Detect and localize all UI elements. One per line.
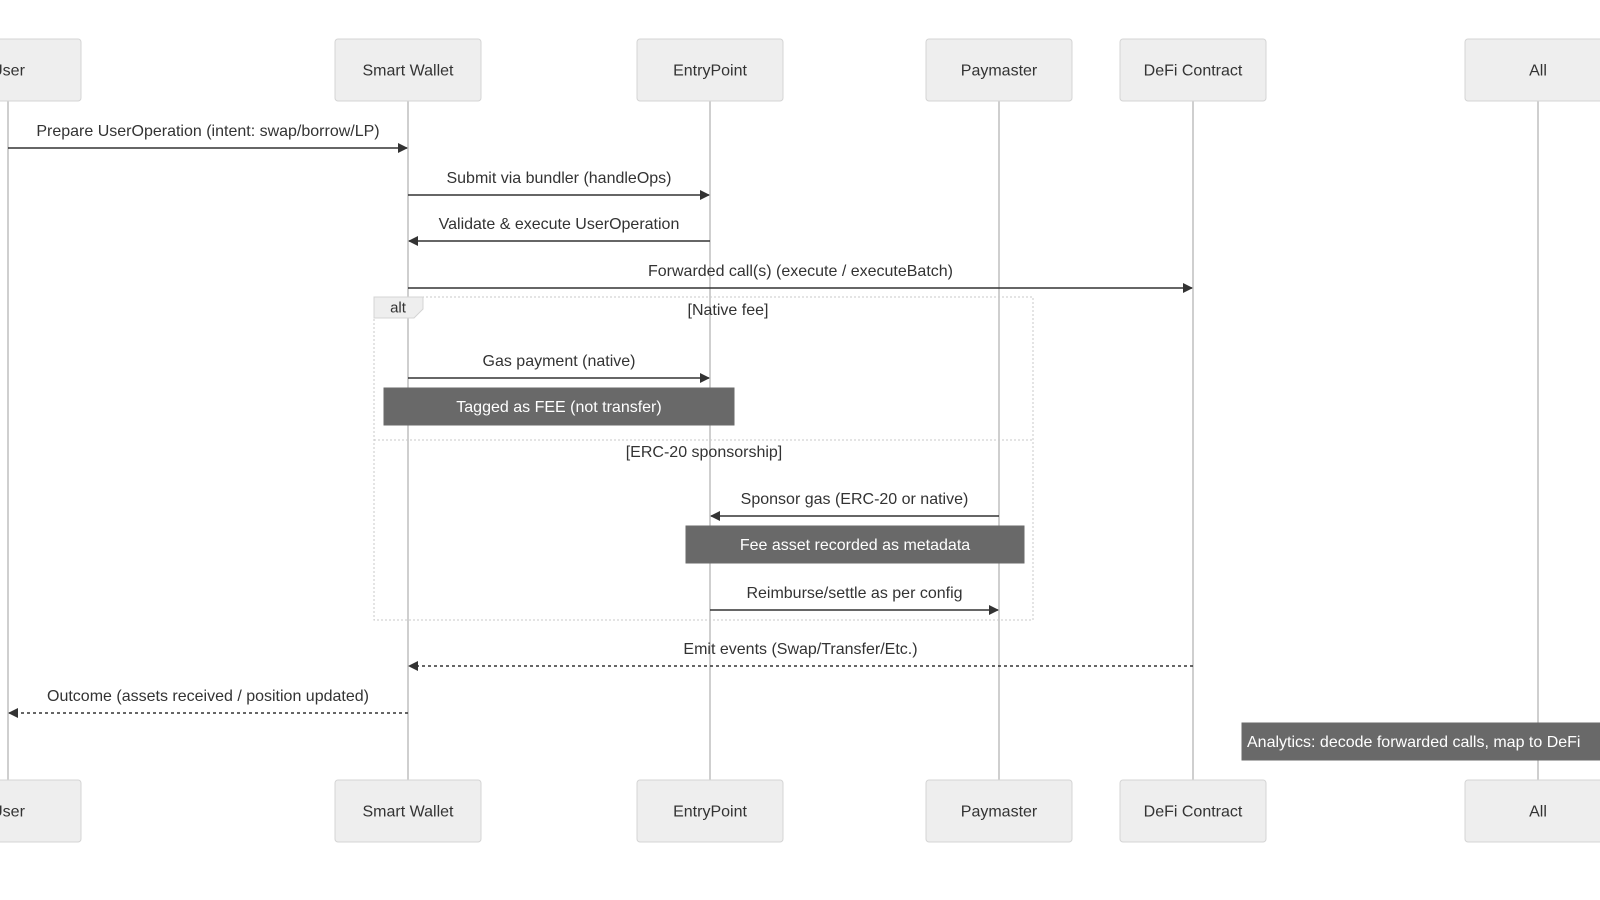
participant-box: [1119, 779, 1267, 843]
participant-label: EntryPoint: [673, 63, 747, 80]
message-forward: Forwarded call(s) (execute / executeBatc…: [408, 263, 1193, 293]
participant-pay-top[interactable]: Paymaster: [925, 38, 1073, 102]
message-label: Validate & execute UserOperation: [439, 216, 680, 233]
note-label: Tagged as FEE (not transfer): [456, 399, 661, 416]
participant-label: DeFi Contract: [1144, 804, 1243, 821]
alt-frame: alt [Native fee] [ERC-20 sponsorship]: [373, 296, 1034, 621]
messages: Prepare UserOperation (intent: swap/borr…: [8, 123, 1193, 718]
frame-tag: alt: [390, 300, 407, 317]
participant-label: User: [0, 63, 26, 80]
note-analytics-note: Analytics: decode forwarded calls, map t…: [1241, 722, 1600, 761]
notes: Tagged as FEE (not transfer) Fee asset re…: [383, 387, 1600, 761]
message-prepare: Prepare UserOperation (intent: swap/borr…: [8, 123, 408, 153]
message-emit: Emit events (Swap/Transfer/Etc.): [408, 641, 1193, 671]
participant-all-bottom[interactable]: All: [1464, 779, 1600, 843]
message-label: Reimburse/settle as per config: [746, 585, 962, 602]
participant-box: [925, 779, 1073, 843]
participant-entry-bottom[interactable]: EntryPoint: [636, 779, 784, 843]
participant-all-top[interactable]: All: [1464, 38, 1600, 102]
participant-label: All: [1529, 804, 1547, 821]
message-label: Prepare UserOperation (intent: swap/borr…: [36, 123, 379, 140]
participant-user-bottom[interactable]: User: [0, 779, 82, 843]
note-label: Fee asset recorded as metadata: [740, 537, 970, 554]
participant-wallet-bottom[interactable]: Smart Wallet: [334, 779, 482, 843]
guard-erc20: [ERC-20 sponsorship]: [626, 444, 783, 461]
participant-label: DeFi Contract: [1144, 63, 1243, 80]
participant-box: [334, 779, 482, 843]
participant-box: [636, 779, 784, 843]
message-label: Sponsor gas (ERC-20 or native): [741, 491, 969, 508]
message-label: Forwarded call(s) (execute / executeBatc…: [648, 263, 953, 280]
participant-label: Smart Wallet: [363, 63, 455, 80]
participant-user-top[interactable]: User: [0, 38, 82, 102]
message-label: Submit via bundler (handleOps): [446, 170, 671, 187]
participant-wallet-top[interactable]: Smart Wallet: [334, 38, 482, 102]
message-gas: Gas payment (native): [408, 353, 710, 383]
message-label: Outcome (assets received / position upda…: [47, 688, 369, 705]
participant-box: [0, 38, 82, 102]
message-submit: Submit via bundler (handleOps): [408, 170, 710, 200]
note-box: [1241, 722, 1600, 761]
message-outcome: Outcome (assets received / position upda…: [8, 688, 408, 718]
note-box: [685, 525, 1025, 564]
participant-box: [334, 38, 482, 102]
participant-label: Smart Wallet: [363, 804, 455, 821]
participant-box: [1464, 38, 1600, 102]
participant-box: [1464, 779, 1600, 843]
guard-native-fee: [Native fee]: [688, 302, 769, 319]
message-sponsor: Sponsor gas (ERC-20 or native): [710, 491, 999, 521]
participant-pay-bottom[interactable]: Paymaster: [925, 779, 1073, 843]
message-label: Gas payment (native): [483, 353, 636, 370]
participant-box: [636, 38, 784, 102]
participant-defi-bottom[interactable]: DeFi Contract: [1119, 779, 1267, 843]
message-label: Emit events (Swap/Transfer/Etc.): [683, 641, 917, 658]
participant-label: Paymaster: [961, 804, 1038, 821]
alt-frame-box: alt [Native fee] [ERC-20 sponsorship]: [373, 296, 1034, 621]
lifelines: [7, 101, 1539, 780]
frame-border: [373, 296, 1034, 621]
note-box: [383, 387, 735, 426]
participant-defi-top[interactable]: DeFi Contract: [1119, 38, 1267, 102]
message-reimburse: Reimburse/settle as per config: [710, 585, 999, 615]
note-label: Analytics: decode forwarded calls, map t…: [1247, 734, 1580, 751]
note-fee-note: Tagged as FEE (not transfer): [383, 387, 735, 426]
participant-label: Paymaster: [961, 63, 1038, 80]
message-validate: Validate & execute UserOperation: [408, 216, 710, 246]
participant-entry-top[interactable]: EntryPoint: [636, 38, 784, 102]
frame-tab: [373, 296, 424, 319]
note-asset-note: Fee asset recorded as metadata: [685, 525, 1025, 564]
participant-box: [0, 779, 82, 843]
participant-label: EntryPoint: [673, 804, 747, 821]
participant-label: All: [1529, 63, 1547, 80]
participant-box: [1119, 38, 1267, 102]
participant-box: [925, 38, 1073, 102]
participant-label: User: [0, 804, 26, 821]
